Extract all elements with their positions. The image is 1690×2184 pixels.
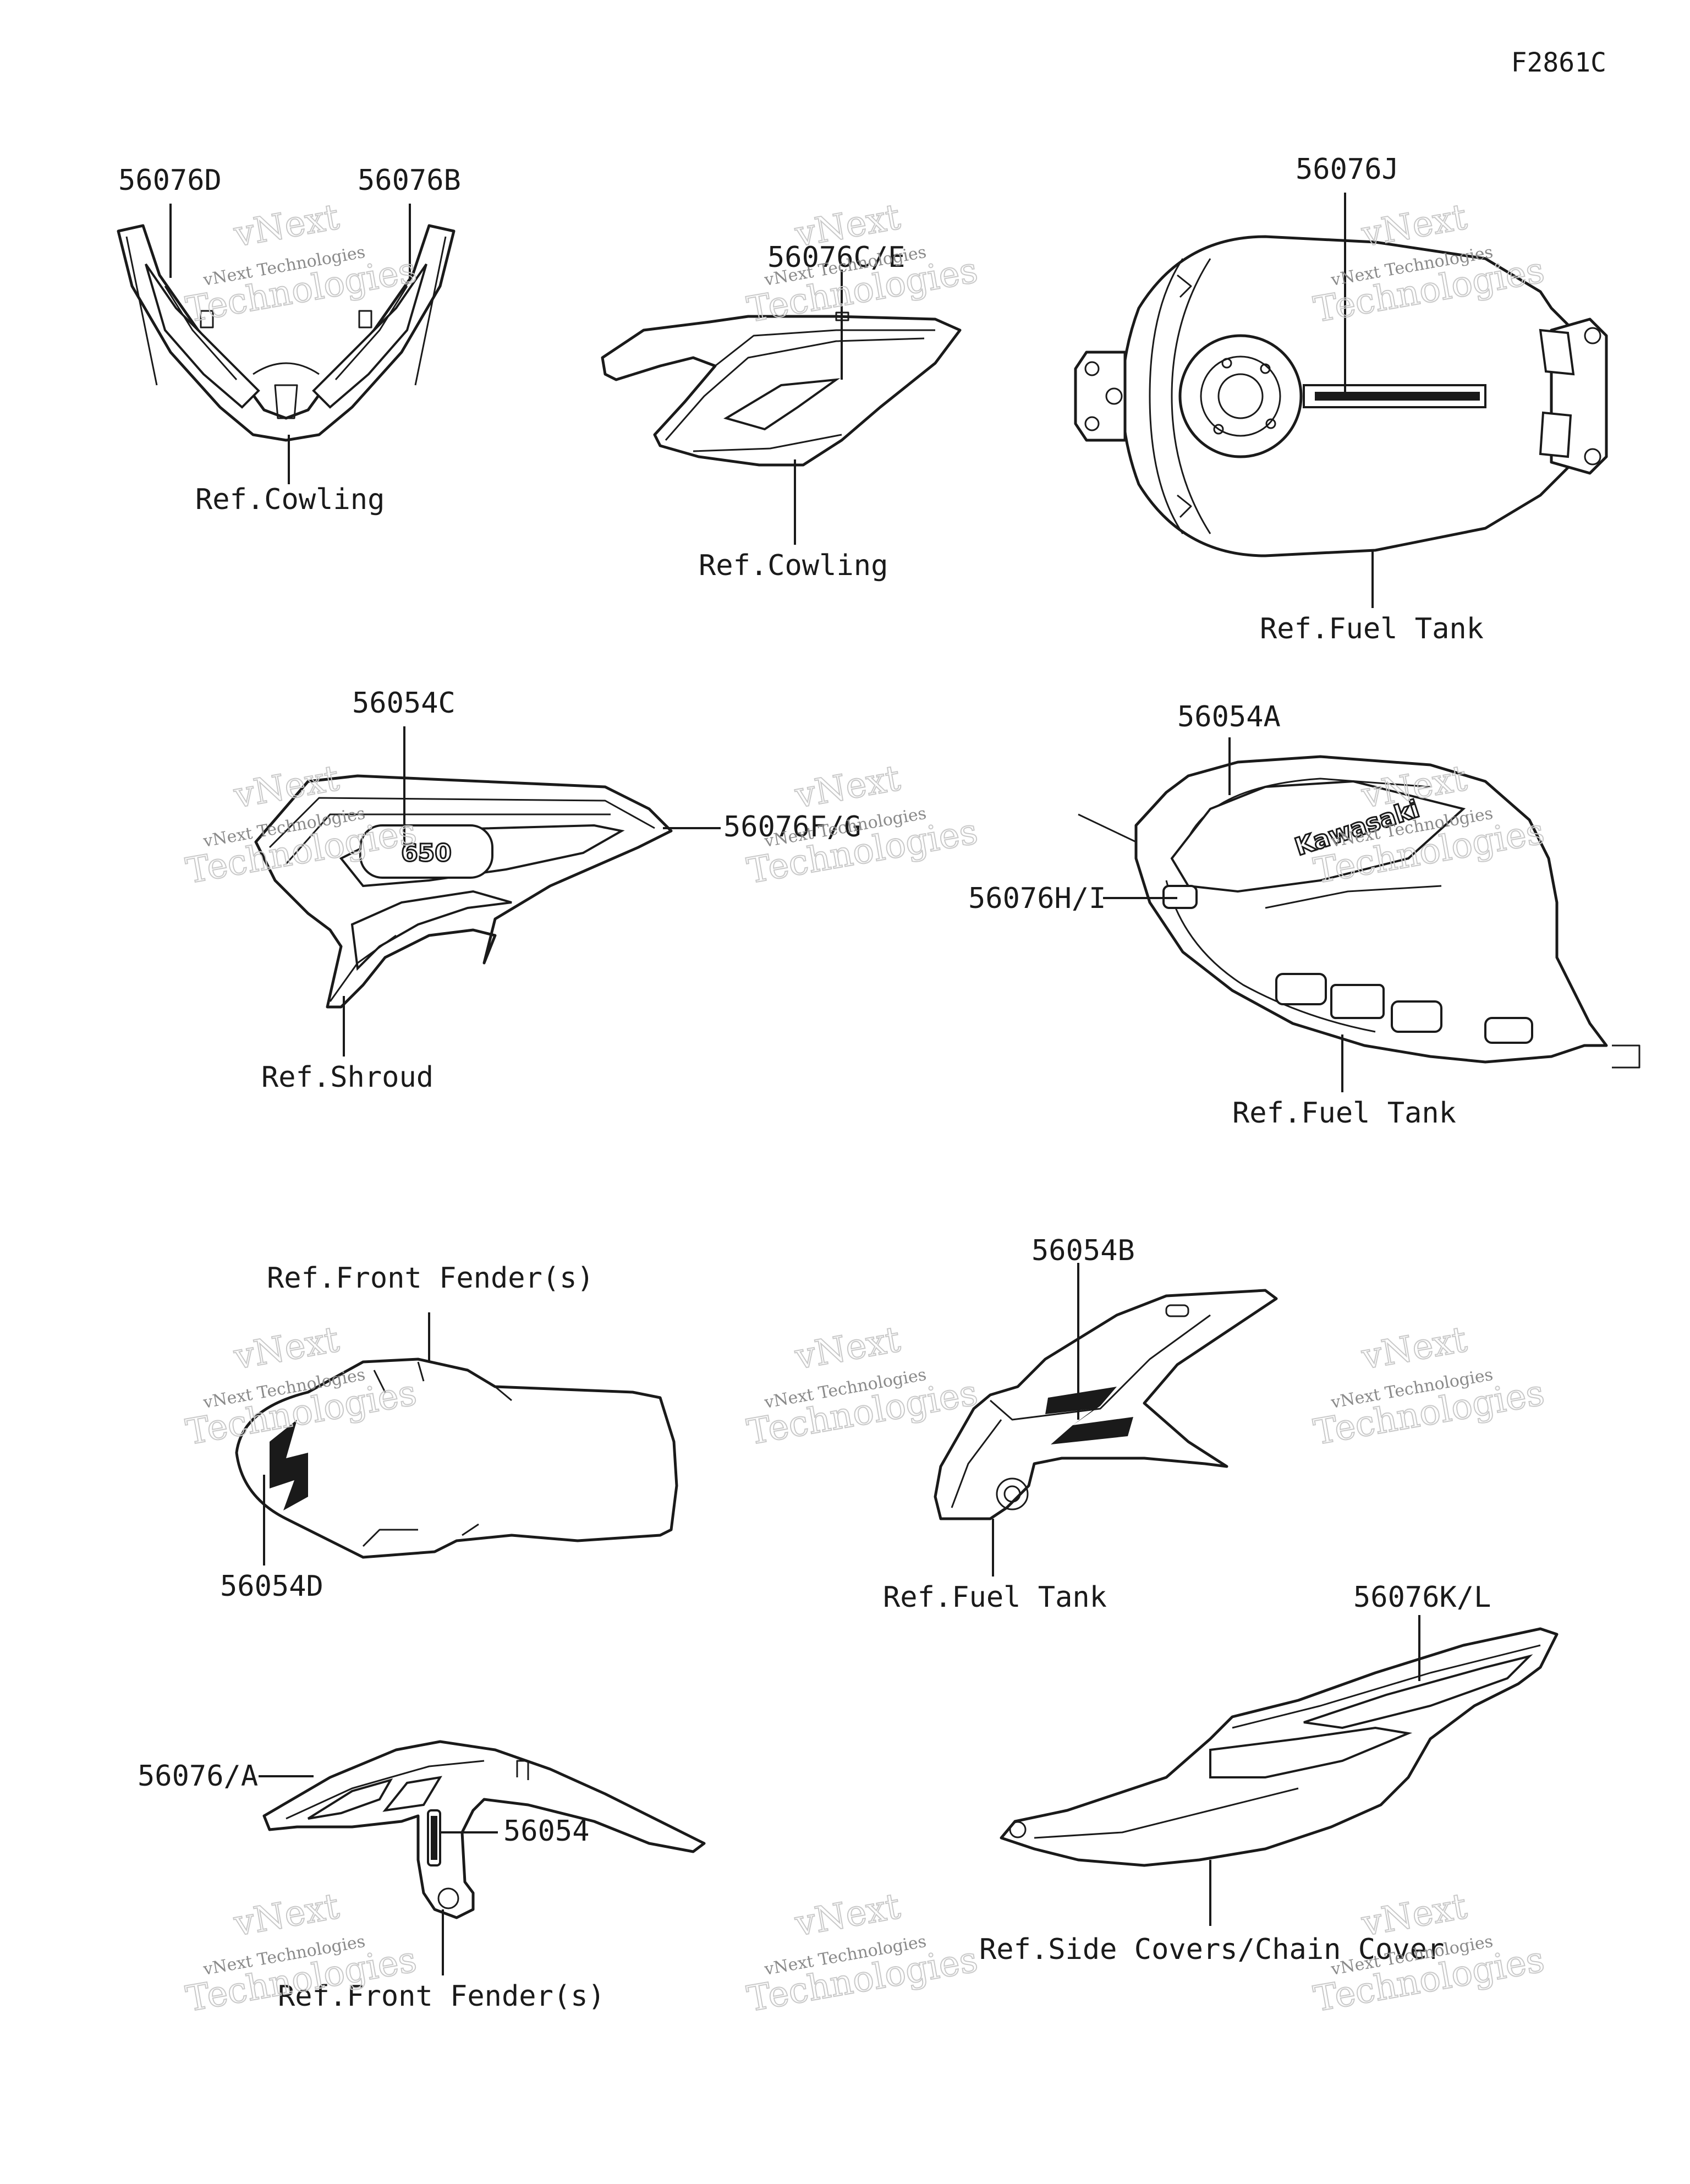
label-56076B: 56076B bbox=[358, 164, 461, 197]
front-cowling-drawing bbox=[117, 224, 456, 442]
label-ref-shroud: Ref.Shroud bbox=[261, 1061, 434, 1094]
label-ref-fuel-tank-2: Ref.Fuel Tank bbox=[1232, 1097, 1456, 1130]
label-ref-cowling-1: Ref.Cowling bbox=[195, 483, 385, 516]
watermark-1: vNext vNext Technologies Technologies bbox=[183, 196, 420, 331]
label-56054A: 56054A bbox=[1177, 700, 1281, 734]
label-56076K-L: 56076K/L bbox=[1353, 1581, 1491, 1614]
label-ref-fuel-tank-1: Ref.Fuel Tank bbox=[1260, 612, 1484, 645]
label-ref-cowling-2: Ref.Cowling bbox=[699, 549, 888, 582]
fuel-tank-top-drawing bbox=[1074, 235, 1608, 557]
svg-text:vNext: vNext bbox=[792, 758, 903, 816]
svg-text:vNext: vNext bbox=[1358, 1319, 1470, 1377]
svg-text:vNext: vNext bbox=[1358, 1886, 1470, 1944]
side-cowling-drawing bbox=[601, 311, 962, 467]
label-56076D: 56076D bbox=[118, 164, 222, 197]
label-ref-side-covers: Ref.Side Covers/Chain Cover bbox=[979, 1933, 1444, 1966]
label-56076-A: 56076/A bbox=[138, 1760, 258, 1793]
label-ref-fuel-tank-3: Ref.Fuel Tank bbox=[883, 1581, 1107, 1614]
tank-cover-drawing bbox=[934, 1289, 1278, 1520]
label-56054C: 56054C bbox=[352, 687, 456, 720]
front-fender-side-drawing bbox=[262, 1740, 706, 1919]
svg-text:vNext: vNext bbox=[231, 196, 342, 255]
label-56054: 56054 bbox=[503, 1815, 590, 1848]
label-56054D: 56054D bbox=[220, 1570, 323, 1603]
shroud-drawing: 650 bbox=[254, 774, 673, 1009]
watermark-8: vNext vNext Technologies Technologies bbox=[744, 1318, 981, 1454]
svg-text:vNext: vNext bbox=[231, 1886, 342, 1944]
svg-text:vNext: vNext bbox=[231, 1319, 342, 1377]
label-56076H-I: 56076H/I bbox=[968, 882, 1106, 915]
svg-text:vNext: vNext bbox=[1358, 196, 1470, 255]
decal-650-text: 650 bbox=[401, 839, 452, 867]
svg-text:vNext: vNext bbox=[792, 1319, 903, 1377]
side-cover-drawing bbox=[1000, 1627, 1559, 1867]
watermark-11: vNext vNext Technologies Technologies bbox=[744, 1885, 981, 2021]
label-ref-front-fender-2: Ref.Front Fender(s) bbox=[278, 1980, 605, 2013]
fuel-tank-side-drawing: Kawasaki bbox=[1078, 755, 1640, 1069]
label-56076F-G: 56076F/G bbox=[723, 811, 861, 844]
label-56054B: 56054B bbox=[1031, 1234, 1135, 1267]
label-56076C-E: 56076C/E bbox=[767, 241, 905, 274]
figure-code: F2861C bbox=[1511, 47, 1606, 78]
front-fender-top-drawing bbox=[235, 1358, 678, 1559]
label-ref-front-fender-1: Ref.Front Fender(s) bbox=[267, 1262, 594, 1295]
watermark-9: vNext vNext Technologies Technologies bbox=[1310, 1318, 1548, 1454]
svg-text:vNext: vNext bbox=[792, 1886, 903, 1944]
label-56076J: 56076J bbox=[1296, 153, 1399, 186]
